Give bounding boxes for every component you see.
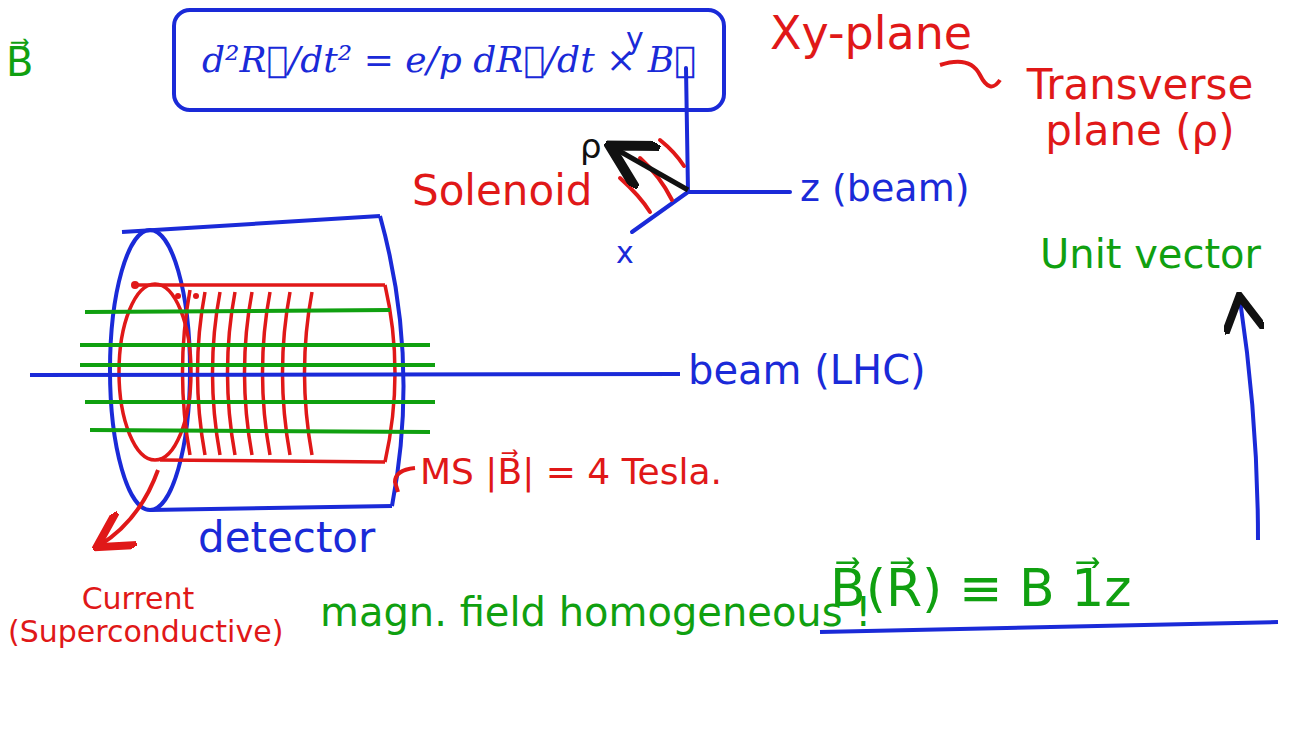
axis-label: y (626, 22, 644, 55)
formula: B⃗(R⃗) ≡ B 1⃗z (830, 560, 1132, 617)
equation: d²R⃗/dt² = e/p dR⃗/dt × B⃗ (202, 38, 696, 81)
part-name: beam (LHC) (688, 348, 926, 392)
unit-vector-arrow (1240, 300, 1258, 540)
note: Unit vector (1040, 232, 1261, 276)
rho-label: ρ (580, 128, 602, 165)
axis-label: z (beam) (800, 168, 969, 210)
note: magn. field homogeneous ! (320, 590, 871, 634)
current-dots (131, 281, 199, 299)
current-arrow (100, 470, 158, 545)
plane-label: Transverse plane (ρ) (990, 62, 1290, 154)
field-lines (80, 310, 435, 432)
plane-label: Xy-plane (770, 8, 972, 59)
underline (820, 622, 1278, 632)
ms-bracket (395, 468, 415, 492)
axes (632, 68, 790, 232)
beam-line (30, 374, 680, 375)
field-symbol: B⃗ (6, 40, 33, 84)
plane-arrow (940, 62, 1000, 87)
rho-vector (614, 148, 688, 190)
transverse-arcs (620, 140, 684, 212)
note: MS |B⃗| = 4 Tesla. (420, 452, 722, 492)
part-name: Current (Superconductive) (8, 582, 268, 648)
part-name: detector (198, 515, 375, 561)
part-name: Solenoid (412, 168, 593, 214)
axis-label: x (616, 236, 634, 269)
